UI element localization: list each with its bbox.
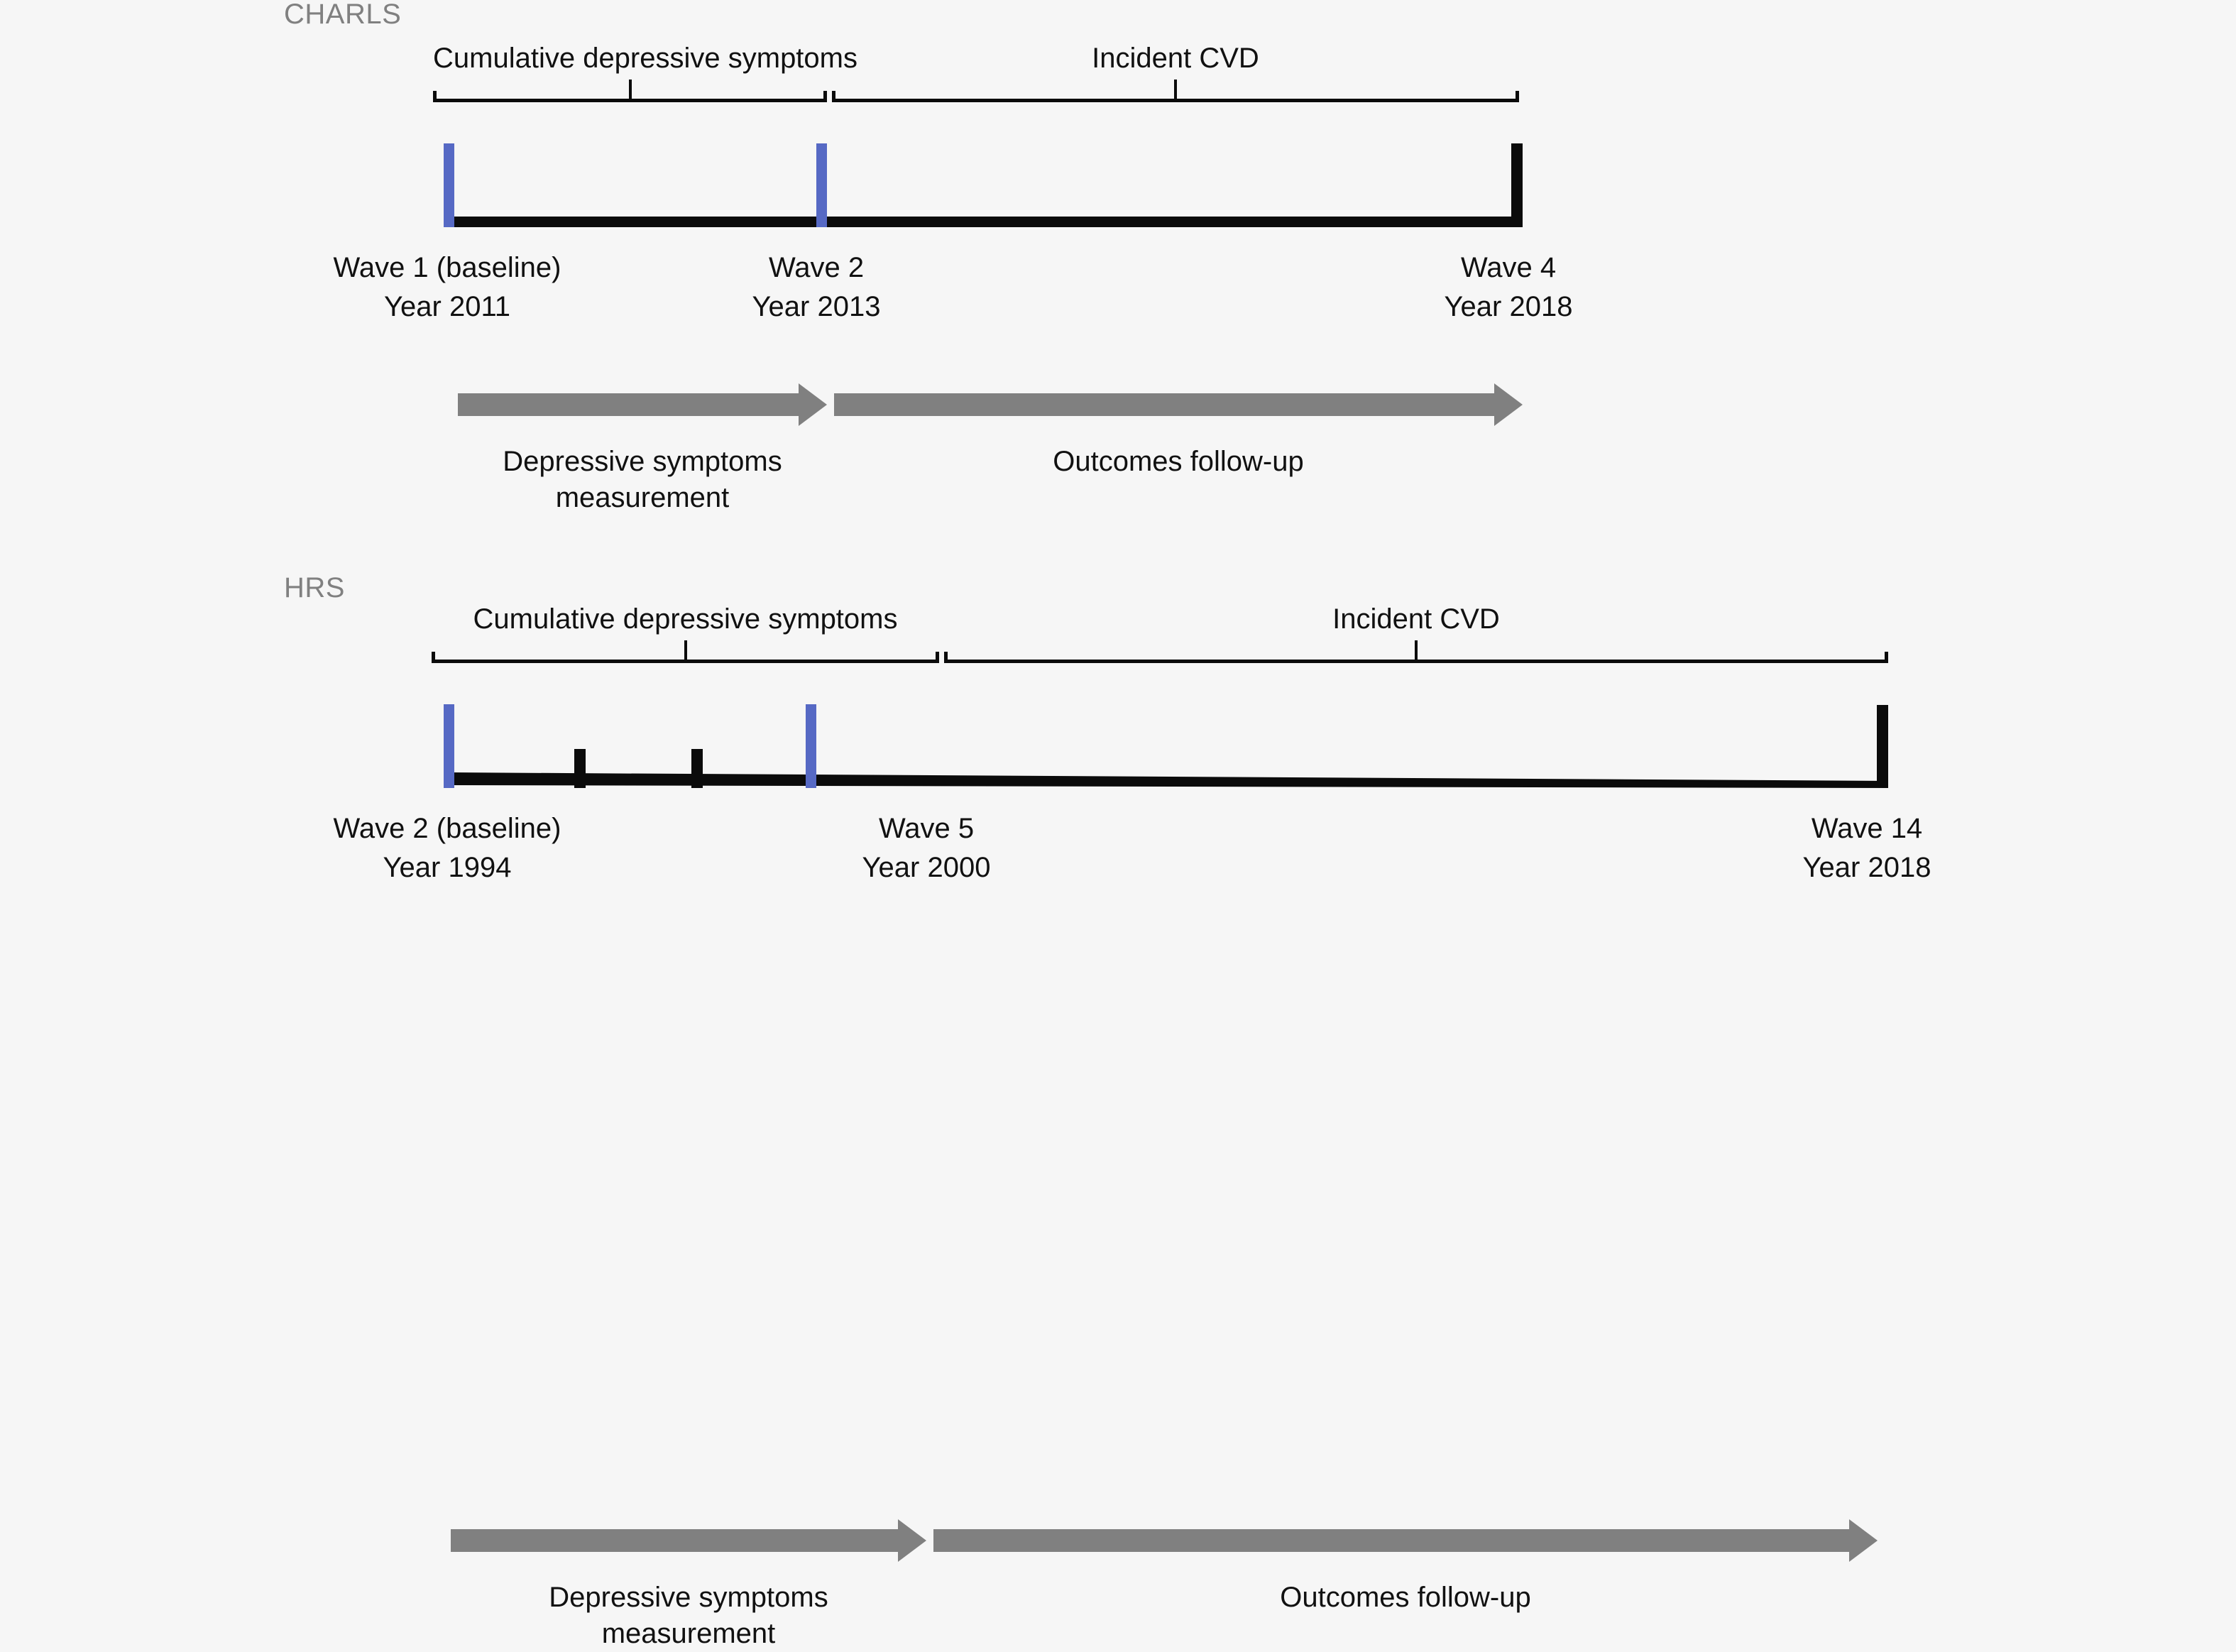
arrow-shape [458,383,827,426]
bracket-center-tick [1174,80,1177,99]
wave-name: Wave 5 [878,813,975,844]
bracket-cap-right [823,91,827,102]
arrow-caption-depressive-symptoms-hrs: Depressive symptoms measurement [451,1580,926,1652]
wave-year: Year 2018 [1444,291,1573,323]
caption-line-1: Outcomes follow-up [1053,446,1304,477]
wave-year: Year 2013 [752,291,881,323]
cohort-label-hrs: HRS [284,572,345,603]
bracket-cap-right [1885,652,1888,663]
caption-line-2: measurement [601,1618,776,1650]
wave-label-charls-wave2: Wave 2 Year 2013 [681,248,951,327]
timeline-marker-wave4-tick [691,749,703,788]
bracket-label-incident-cvd-hrs: Incident CVD [1332,603,1500,635]
bracket-center-tick [684,640,687,660]
bracket-bar [432,660,939,663]
timeline-marker-wave5 [806,704,816,788]
panel-hrs: HRS Cumulative depressive symptoms Incid… [0,561,2236,1649]
timeline-marker-wave2 [816,143,827,227]
bracket-cap-left [944,652,948,663]
wave-year: Year 2011 [384,291,510,323]
bracket-bar [433,99,827,102]
timeline-baseline [444,772,1888,788]
timeline-charls [444,131,1523,227]
wave-label-hrs-wave5: Wave 5 Year 2000 [791,809,1061,887]
wave-year: Year 2018 [1802,852,1931,884]
cohort-label-charls: CHARLS [284,0,402,30]
bracket-bar [832,99,1519,102]
bracket-bar [944,660,1888,663]
panel-charls: CHARLS Cumulative depressive symptoms In… [0,0,2236,540]
bracket-center-tick [628,80,632,99]
wave-name: Wave 4 [1460,252,1557,283]
bracket-cap-right [1516,91,1519,102]
wave-label-hrs-wave14: Wave 14 Year 2018 [1732,809,2002,887]
wave-name: Wave 2 [768,252,865,283]
bracket-cap-left [832,91,835,102]
caption-line-1: Depressive symptoms [549,1582,828,1613]
arrow-caption-outcomes-follow-up-hrs: Outcomes follow-up [933,1580,1878,1616]
arrow-shape [834,383,1523,426]
bracket-center-tick [1415,640,1418,660]
bracket-cumulative-depressive-symptoms-charls [433,78,827,102]
bracket-incident-cvd-charls [832,78,1519,102]
arrow-shape [451,1519,926,1562]
wave-label-hrs-wave2: Wave 2 (baseline) Year 1994 [312,809,582,887]
bracket-cumulative-depressive-symptoms-hrs [432,639,939,663]
wave-name: Wave 2 (baseline) [333,813,561,844]
wave-name: Wave 14 [1811,813,1923,844]
wave-name: Wave 1 (baseline) [333,252,561,283]
wave-label-charls-wave4: Wave 4 Year 2018 [1374,248,1643,327]
arrow-caption-outcomes-follow-up-charls: Outcomes follow-up [834,444,1523,480]
timeline-hrs [444,692,1888,788]
timeline-marker-wave14 [1877,705,1888,784]
bracket-label-cumulative-depressive-symptoms-hrs: Cumulative depressive symptoms [473,603,898,635]
bracket-cap-right [936,652,939,663]
wave-year: Year 1994 [383,852,512,884]
timeline-baseline [444,217,1523,227]
bracket-incident-cvd-hrs [944,639,1888,663]
arrow-outcomes-follow-up-charls [834,383,1523,426]
timeline-marker-wave1 [444,143,454,227]
caption-line-2: measurement [555,482,730,514]
arrow-caption-depressive-symptoms-charls: Depressive symptoms measurement [458,444,827,516]
timeline-marker-wave2 [444,704,454,788]
arrow-shape [933,1519,1878,1562]
arrow-depressive-symptoms-measurement-hrs [451,1519,926,1562]
caption-line-1: Depressive symptoms [503,446,782,477]
bracket-cap-left [433,91,437,102]
timeline-marker-wave3-tick [574,749,586,788]
timeline-marker-wave4 [1511,143,1523,227]
arrow-outcomes-follow-up-hrs [933,1519,1878,1562]
bracket-cap-left [432,652,435,663]
arrow-depressive-symptoms-measurement-charls [458,383,827,426]
bracket-label-cumulative-depressive-symptoms-charls: Cumulative depressive symptoms [433,43,857,74]
caption-line-1: Outcomes follow-up [1280,1582,1531,1613]
wave-year: Year 2000 [862,852,991,884]
bracket-label-incident-cvd-charls: Incident CVD [1092,43,1259,74]
wave-label-charls-wave1: Wave 1 (baseline) Year 2011 [312,248,582,327]
